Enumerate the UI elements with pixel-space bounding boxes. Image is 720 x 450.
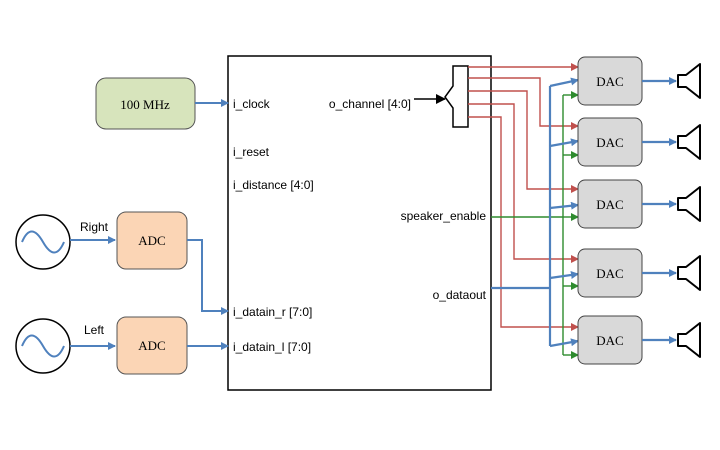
right-sine-wave-icon (21, 230, 65, 254)
channel-wire-2 (468, 90, 579, 193)
port-i-clock: i_clock (233, 97, 271, 111)
speaker-icon (677, 255, 701, 291)
dataout-tap-4 (549, 338, 579, 348)
dataout-tap-3 (549, 271, 579, 280)
adc-left-label: ADC (138, 338, 165, 353)
dac-label: DAC (596, 333, 623, 348)
main-module-block (227, 55, 492, 391)
adc-right-label: ADC (138, 233, 165, 248)
dac-label: DAC (596, 135, 623, 150)
speaker-icon (677, 322, 701, 358)
right-input-label: Right (80, 220, 109, 234)
dataout-tap-1 (549, 138, 579, 148)
channel-wire-4 (468, 116, 579, 331)
port-speaker-enable: speaker_enable (401, 209, 487, 223)
dataout-tap-0 (549, 77, 579, 88)
dac-label: DAC (596, 266, 623, 281)
dac-block-2: DAC (577, 179, 643, 229)
channel-wire-3 (468, 103, 579, 263)
port-i-datain-l: i_datain_l [7:0] (233, 340, 311, 354)
dataout-tap-2 (549, 201, 579, 210)
dac-block-0: DAC (577, 56, 643, 106)
port-i-reset: i_reset (233, 145, 270, 159)
speaker-icon (677, 124, 701, 160)
dac-block-1: DAC (577, 117, 643, 167)
channel-demux-shape (444, 65, 469, 128)
port-o-channel: o_channel [4:0] (329, 97, 411, 111)
left-sine-wave-icon (21, 334, 65, 358)
adc-right-to-datain-r-wire (187, 239, 229, 315)
clock-source-label: 100 MHz (120, 97, 170, 112)
dac-block-4: DAC (577, 315, 643, 365)
port-i-datain-r: i_datain_r [7:0] (233, 305, 312, 319)
dac-block-3: DAC (577, 248, 643, 298)
port-o-dataout: o_dataout (433, 288, 487, 302)
left-input-label: Left (84, 323, 105, 337)
dac-label: DAC (596, 74, 623, 89)
port-i-distance: i_distance [4:0] (233, 178, 314, 192)
speaker-icon (677, 63, 701, 99)
channel-wire-1 (468, 77, 579, 130)
speaker-icon (677, 186, 701, 222)
dac-label: DAC (596, 197, 623, 212)
